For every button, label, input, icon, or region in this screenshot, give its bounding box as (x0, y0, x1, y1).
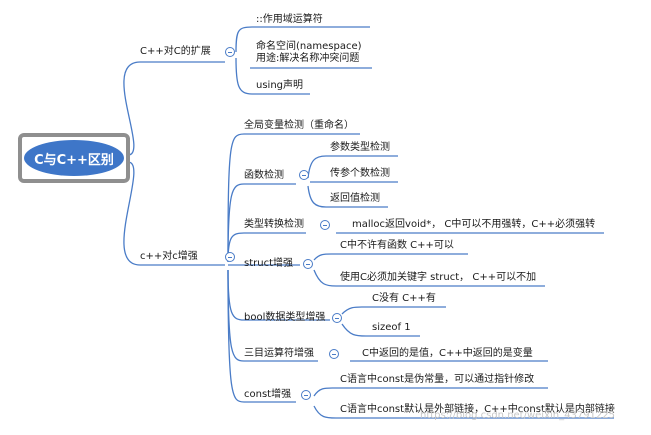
node-const-linkage[interactable]: C语言中const默认是外部链接，C++中const默认是内部链接 (340, 404, 615, 415)
func-check-collapse-icon[interactable] (299, 170, 309, 180)
node-const[interactable]: const增强 (244, 389, 292, 400)
node-namespace-usage[interactable]: 用途:解决名称冲突问题 (256, 53, 360, 64)
bool-collapse-icon[interactable] (332, 313, 342, 323)
const-collapse-icon[interactable] (301, 390, 311, 400)
struct-collapse-icon[interactable] (303, 259, 313, 269)
type-conv-collapse-icon[interactable] (320, 220, 330, 230)
node-struct-keyword[interactable]: 使用C必须加关键字 struct， C++可以不加 (340, 272, 537, 283)
node-param-type[interactable]: 参数类型检测 (330, 142, 390, 153)
node-param-count[interactable]: 传参个数检测 (330, 168, 390, 179)
node-func-check[interactable]: 函数检测 (244, 170, 284, 181)
node-bool[interactable]: bool数据类型增强 (244, 312, 326, 323)
node-using[interactable]: using声明 (256, 80, 304, 91)
node-ternary-return[interactable]: C中返回的是值，C++中返回的是变量 (362, 348, 533, 359)
node-scope-operator[interactable]: ::作用域运算符 (256, 14, 323, 25)
node-bool-sizeof[interactable]: sizeof 1 (372, 322, 411, 333)
root-label: C与C++区别 (34, 152, 114, 168)
node-namespace[interactable]: 命名空间(namespace) (256, 41, 362, 52)
watermark: https://blog.csdn.net/weixin_43791225 (420, 410, 616, 421)
branch2-label[interactable]: c++对c增强 (140, 251, 198, 262)
branch1-label[interactable]: C++对C的扩展 (140, 46, 211, 57)
node-malloc[interactable]: malloc返回void*， C中可以不用强转，C++必须强转 (352, 219, 596, 230)
node-global-var[interactable]: 全局变量检测（重命名） (244, 120, 354, 131)
node-struct[interactable]: struct增强 (244, 258, 293, 269)
node-return-value[interactable]: 返回值检测 (330, 193, 380, 204)
node-ternary[interactable]: 三目运算符增强 (244, 348, 314, 359)
branch1-collapse-icon[interactable] (225, 47, 235, 57)
node-struct-func[interactable]: C中不许有函数 C++可以 (340, 240, 454, 251)
node-type-conv[interactable]: 类型转换检测 (244, 219, 304, 230)
branch2-collapse-icon[interactable] (225, 252, 235, 262)
edge-root-branch2 (123, 161, 225, 266)
root-node[interactable]: C与C++区别 (24, 140, 124, 176)
node-const-pseudo[interactable]: C语言中const是伪常量，可以通过指针修改 (340, 374, 535, 385)
ternary-collapse-icon[interactable] (329, 349, 339, 359)
node-bool-exists[interactable]: C没有 C++有 (372, 293, 436, 304)
edge-root-branch1 (123, 61, 225, 156)
